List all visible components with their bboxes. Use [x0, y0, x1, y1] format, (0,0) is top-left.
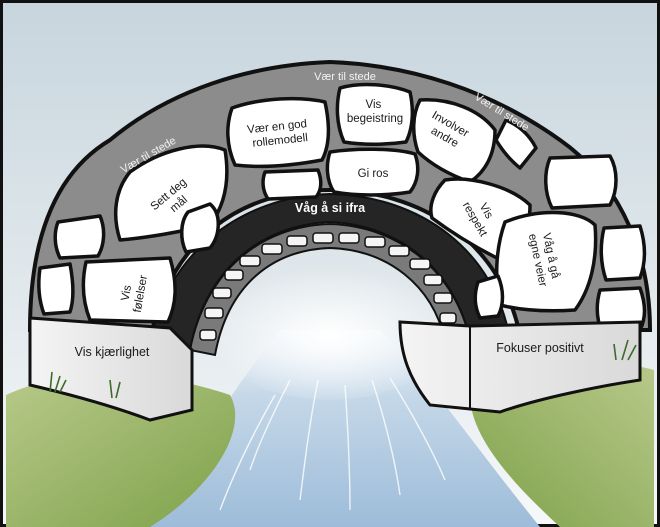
pillar-label-right: Fokuser positivt	[496, 341, 584, 355]
keystone-label: Våg å si ifra	[295, 201, 366, 215]
stone-right-upper	[546, 156, 616, 208]
stone-small-center-left	[263, 170, 321, 199]
stone-left-small-2	[39, 264, 73, 314]
pillar-label-left: Vis kjærlighet	[75, 345, 150, 359]
stone-right-lower	[601, 226, 644, 280]
arch-label-center: Vær til stede	[314, 71, 376, 83]
stone-left-small-1	[55, 216, 103, 258]
stone-left-mid	[182, 204, 219, 252]
label-gi-ros: Gi ros	[358, 168, 389, 180]
stone-right-small	[475, 276, 502, 318]
